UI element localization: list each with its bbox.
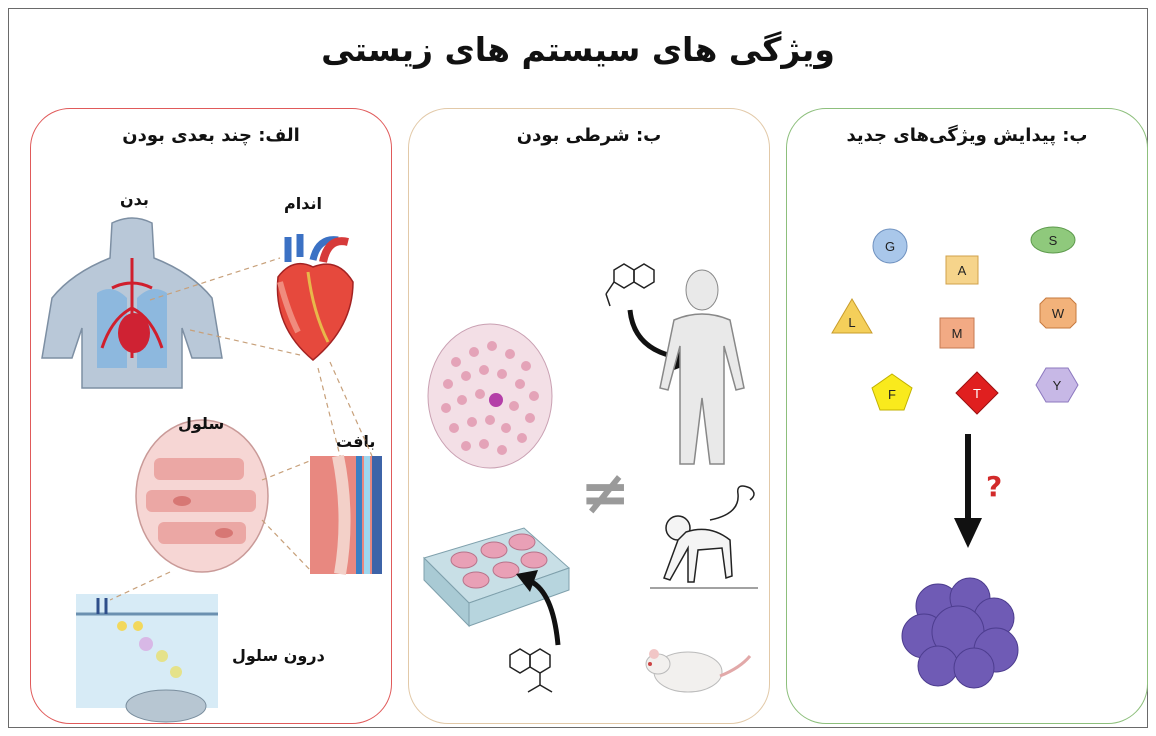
letter-s-text: S [1049,233,1058,248]
letter-l-text: L [848,315,855,330]
letter-t-text: T [973,386,981,401]
letter-shape-f: F [870,372,914,412]
letter-m-text: M [952,326,963,341]
not-equal-icon: ≠ [580,463,630,523]
letter-w-text: W [1052,306,1065,321]
letter-shape-y: Y [1034,366,1080,404]
letter-shape-m: M [938,316,976,350]
protein-structure-illustration [898,576,1022,692]
letter-shape-w: W [1038,296,1078,330]
human-figure-illustration [644,268,754,464]
down-arrow-icon [950,434,986,550]
mouse-illustration [644,638,754,700]
question-mark-icon: ? [986,470,1002,503]
molecule-bottom-icon [500,640,560,700]
letter-f-text: F [888,387,896,402]
letter-y-text: Y [1053,378,1062,393]
letter-a-text: A [958,263,967,278]
letter-shape-a: A [944,254,980,286]
letter-shape-g: G [870,226,910,266]
monkey-illustration [650,484,760,596]
letter-g-text: G [885,239,895,254]
letter-shape-s: S [1028,224,1078,256]
letter-shape-l: L [830,296,874,336]
blood-smear-illustration [426,322,554,470]
arrow-to-plate [508,560,568,650]
letter-shape-t: T [954,370,1000,416]
